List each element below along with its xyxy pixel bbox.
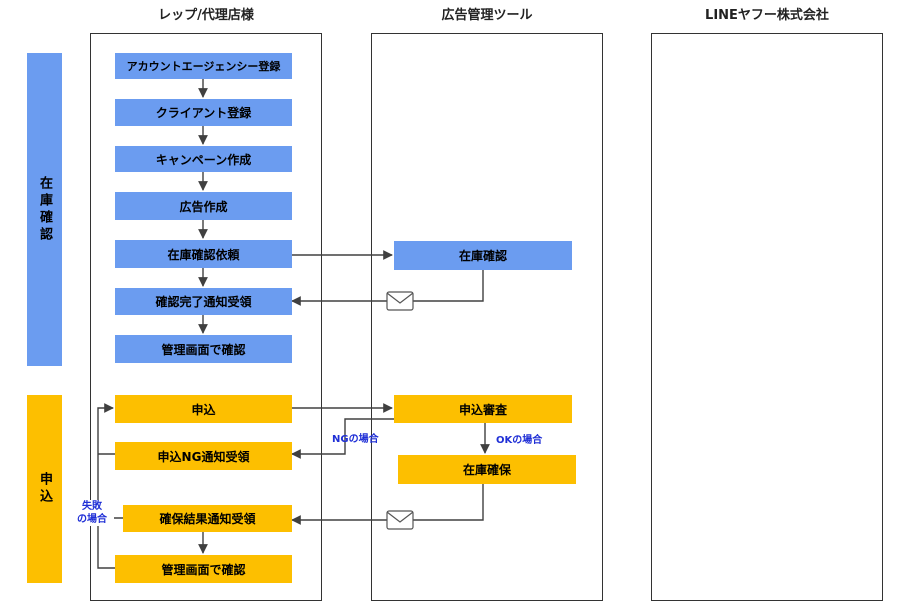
step-ng-notice: 申込NG通知受領 <box>115 442 292 470</box>
arrow-review-to-ng <box>291 418 394 459</box>
column-title-tool: 広告管理ツール <box>441 8 533 23</box>
step-check-screen-2: 管理画面で確認 <box>115 555 292 583</box>
step-account-agency-registration: アカウントエージェンシー登録 <box>115 53 292 79</box>
arrow-tool-to-confirm <box>291 270 484 306</box>
step-apply: 申込 <box>115 395 292 423</box>
lane-tool <box>371 33 603 601</box>
step-client-registration: クライアント登録 <box>115 99 292 126</box>
step-secure-notice: 確保結果通知受領 <box>123 505 292 532</box>
step-ad-creation: 広告作成 <box>115 192 292 220</box>
column-title-lyc: LINEヤフー株式会社 <box>705 8 829 23</box>
note-ok-case: OKの場合 <box>496 435 543 446</box>
step-check-screen-1: 管理画面で確認 <box>115 335 292 363</box>
envelope-icon <box>386 510 414 530</box>
note-failure-line2: の場合 <box>77 514 107 525</box>
step-inventory-request: 在庫確認依頼 <box>115 240 292 268</box>
phase-inventory: 在庫確認 <box>27 53 62 366</box>
note-failure-case: 失敗 の場合 <box>70 500 114 526</box>
step-confirm-notice: 確認完了通知受領 <box>115 288 292 315</box>
envelope-icon <box>386 291 414 311</box>
step-tool-review: 申込審査 <box>394 395 572 423</box>
lane-lyc <box>651 33 883 601</box>
arrow-failure-loop <box>97 403 115 569</box>
note-failure-line1: 失敗 <box>82 501 102 512</box>
step-campaign-creation: キャンペーン作成 <box>115 146 292 172</box>
arrow-secure-to-notice <box>291 484 484 525</box>
note-ng-case: NGの場合 <box>332 434 379 445</box>
phase-application: 申込 <box>27 395 62 583</box>
column-title-rep: レップ/代理店様 <box>158 8 254 23</box>
step-tool-inventory-check: 在庫確認 <box>394 241 572 270</box>
step-tool-secure: 在庫確保 <box>398 455 576 484</box>
